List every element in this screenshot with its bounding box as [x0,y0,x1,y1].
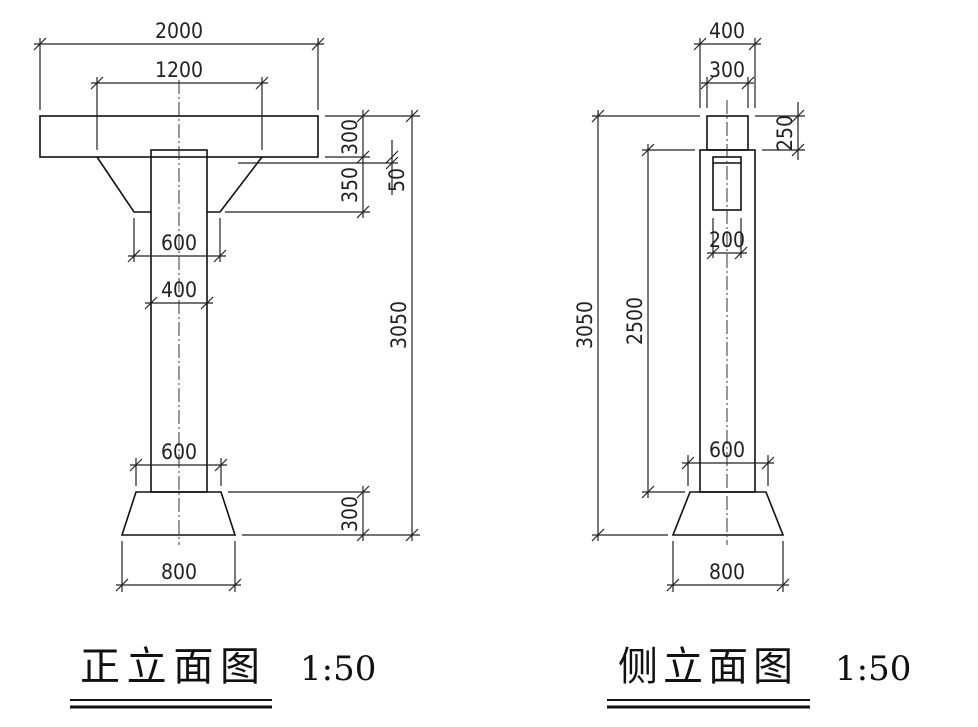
dim-slab-thickness: 300 [338,119,362,155]
side-view-scale: 1:50 [835,649,911,689]
dim-side-total-height: 3050 [573,301,597,349]
side-view-title: 侧立面图 [618,644,793,690]
dim-base-height: 300 [338,496,362,532]
dim-column-width: 400 [161,278,197,302]
dim-haunch-width: 1200 [155,58,203,82]
dim-haunch-height: 350 [338,167,362,203]
side-view: 400 300 250 3050 2500 200 600 800 侧立面图 1… [573,19,911,709]
front-dimension-lines [34,43,413,586]
front-dimension-ticks [33,37,419,592]
front-haunch-left [96,156,151,213]
dim-base-width: 800 [161,560,197,584]
side-extension-lines [592,38,805,592]
dim-column-top-width: 600 [161,231,197,255]
front-view-title: 正立面图 [80,644,260,690]
front-view: 2000 1200 300 350 50 3050 600 400 600 30… [33,19,420,709]
side-base [671,491,785,536]
dim-cap-height: 250 [773,115,797,151]
dim-side-base-width: 800 [709,560,745,584]
dim-cap-width: 300 [709,58,745,82]
dim-side-column-bottom-width: 600 [709,438,745,462]
dim-cap-outer-width: 400 [709,19,745,43]
side-dimension-lines [597,43,799,586]
front-base [120,491,237,536]
dim-column-height: 2500 [623,297,647,345]
dim-total-height: 3050 [387,301,411,349]
front-view-scale: 1:50 [300,649,376,689]
dim-top-width: 2000 [155,19,203,43]
dim-offset: 50 [385,168,409,192]
side-dimension-ticks [591,37,805,592]
front-extension-lines [39,38,420,592]
dim-inner-width: 200 [709,228,745,252]
front-haunch-right [207,156,263,213]
dim-column-bottom-width: 600 [161,440,197,464]
